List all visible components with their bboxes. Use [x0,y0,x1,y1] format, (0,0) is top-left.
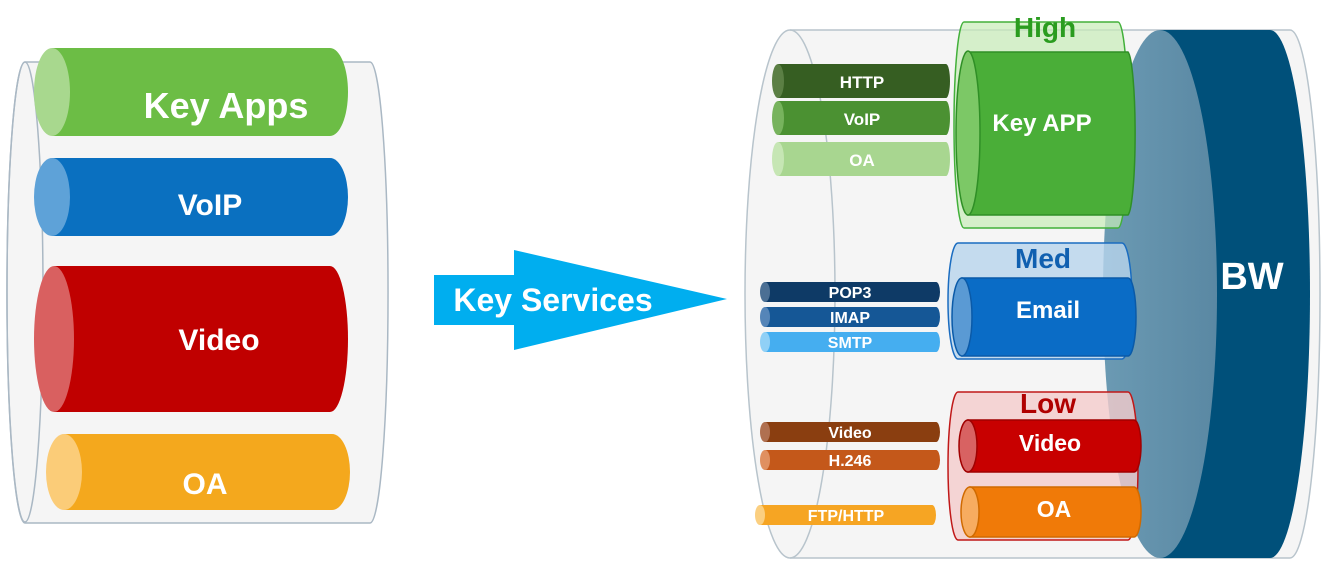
video-label: Video [178,324,259,357]
service-smtp-label: SMTP [828,335,873,352]
service-pipe-imap: IMAP [760,307,940,327]
med-title: Med [1015,243,1071,274]
high-title: High [1014,12,1076,43]
key-apps-pipe: Key Apps [34,48,348,136]
oa-pipe: OA [46,434,350,510]
oa-label: OA [183,468,228,501]
video-pipe: Video [34,266,348,412]
service-pop3-label: POP3 [829,285,872,302]
service-pipe-ftp-http: FTP/HTTP [755,505,936,525]
service-pipe-smtp: SMTP [760,332,940,352]
voip-label: VoIP [178,189,242,222]
low-video-label: Video [1019,430,1081,456]
med-group: Med Email [947,242,1137,360]
email-label: Email [1016,297,1080,324]
high-group: High Key APP [953,12,1136,229]
service-video-label: Video [828,425,872,442]
key-apps-label: Key Apps [144,85,309,126]
service-pipe-video: Video [760,422,940,442]
service-imap-label: IMAP [830,310,870,327]
service-pipe-pop3: POP3 [760,282,940,302]
service-pipe-oa-high: OA [772,142,950,176]
key-services-label: Key Services [453,282,652,318]
key-app-label: Key APP [992,110,1091,137]
low-oa-label: OA [1037,496,1072,522]
low-group: Low Video OA [947,388,1142,541]
service-pipe-voip: VoIP [772,101,950,135]
service-pipe-h246: H.246 [760,450,940,470]
key-services-arrow: Key Services [434,250,727,350]
service-http-label: HTTP [840,73,884,92]
voip-pipe: VoIP [34,158,348,236]
service-ftp-http-label: FTP/HTTP [808,508,885,525]
low-title: Low [1020,388,1076,419]
service-oa-high-label: OA [849,151,875,170]
service-pipe-http: HTTP [772,64,950,98]
service-voip-label: VoIP [844,110,881,129]
bw-label: BW [1220,256,1283,298]
service-h246-label: H.246 [829,453,872,470]
